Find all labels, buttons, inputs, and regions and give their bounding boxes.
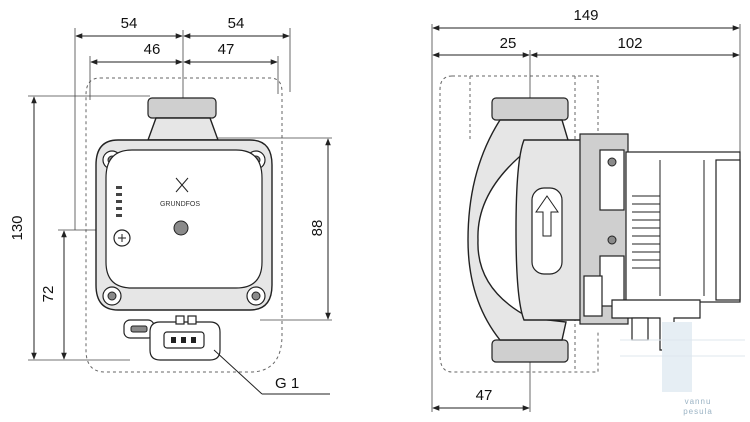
side-view: 149 25 102 47 (431, 7, 741, 412)
svg-text:vannu: vannu (685, 397, 712, 406)
connector-leader-line (213, 349, 263, 395)
watermark: vannu pesula (620, 322, 745, 416)
dim-top-right: 54 (228, 15, 245, 32)
dim-height-total: 130 (9, 215, 26, 240)
dim-right: 102 (617, 35, 642, 52)
grundfos-logo: GRUNDFOS (160, 177, 200, 208)
svg-text:pesula: pesula (683, 407, 713, 416)
dim-height-right: 88 (309, 220, 326, 237)
mode-indicator-icon (116, 186, 122, 217)
dim-total-width: 149 (573, 7, 598, 24)
dim-top-left: 54 (121, 15, 138, 32)
flow-window (531, 187, 563, 275)
front-control-box (105, 149, 263, 289)
speed-button-icon (173, 220, 189, 236)
dim-inner-left: 46 (144, 41, 161, 58)
dim-left: 25 (500, 35, 517, 52)
side-bottom-port (491, 339, 569, 363)
dim-height-lower: 72 (40, 286, 57, 303)
front-top-port (147, 97, 217, 119)
front-view: 54 54 46 47 130 72 88 GRUNDFOS (9, 15, 332, 395)
dim-inner-right: 47 (218, 41, 235, 58)
dim-bottom: 47 (476, 387, 493, 404)
connector-label: G 1 (275, 375, 299, 392)
side-top-port (491, 97, 569, 121)
svg-text:GRUNDFOS: GRUNDFOS (160, 201, 200, 208)
flow-arrow-icon (535, 195, 559, 237)
